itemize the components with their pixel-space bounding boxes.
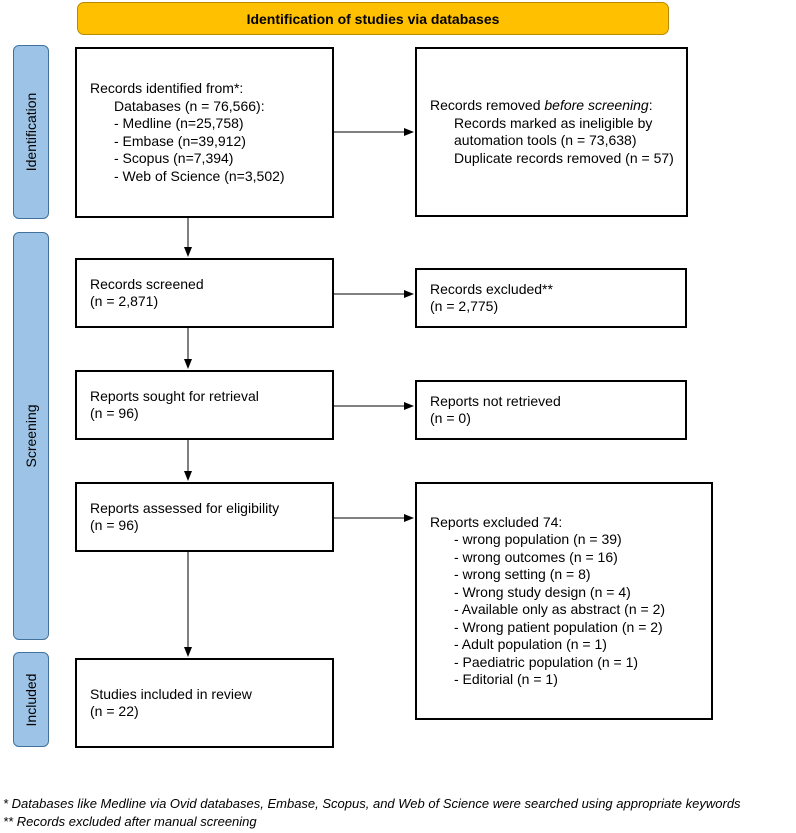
studies-included-box: Studies included in review (n = 22) (75, 658, 334, 748)
records-identified-box: Records identified from*: Databases (n =… (75, 47, 334, 218)
box-title: Records identified from*: (90, 80, 244, 96)
footnote: ** Records excluded after manual screeni… (3, 814, 257, 829)
box-title: Records excluded** (430, 280, 553, 297)
box-count: (n = 0) (430, 410, 471, 426)
header-title: Identification of studies via databases (246, 10, 500, 27)
reports-not-retrieved-box: Reports not retrieved (n = 0) (415, 380, 687, 440)
records-screened-box: Records screened (n = 2,871) (75, 258, 334, 328)
footnote: * Databases like Medline via Ovid databa… (3, 796, 741, 811)
list-item: - Wrong patient population (n = 2) (454, 618, 663, 635)
list-item: - Paediatric population (n = 1) (454, 653, 639, 670)
list-item: automation tools (n = 73,638) (454, 132, 637, 148)
box-title: Reports sought for retrieval (90, 387, 259, 404)
list-item: - Wrong study design (n = 4) (454, 583, 631, 600)
list-item: - Web of Science (n=3,502) (114, 167, 285, 184)
list-item: Duplicate records removed (n = 57) (454, 149, 674, 166)
box-title: Records screened (90, 275, 204, 292)
reports-assessed-box: Reports assessed for eligibility (n = 96… (75, 482, 334, 552)
list-item: - wrong outcomes (n = 16) (454, 548, 618, 565)
title-emphasis: before screening (544, 97, 649, 113)
box-count: (n = 96) (90, 517, 139, 533)
list-item: Records marked as ineligible by (454, 114, 653, 131)
box-count: (n = 2,871) (90, 293, 159, 309)
box-count: (n = 96) (90, 405, 139, 421)
title-text: : (648, 97, 653, 113)
box-count: (n = 2,775) (430, 298, 499, 314)
box-title: Reports excluded 74: (430, 513, 563, 530)
records-removed-box: Records removed before screening: Record… (415, 47, 688, 217)
records-excluded-box: Records excluded** (n = 2,775) (415, 268, 687, 328)
reports-excluded-box: Reports excluded 74: - wrong population … (415, 482, 713, 720)
box-title: Records removed before screening: (430, 97, 686, 115)
phase-identification: Identification (13, 45, 49, 219)
list-item: - Embase (n=39,912) (114, 132, 246, 149)
box-title: Reports not retrieved (430, 392, 561, 409)
header-banner: Identification of studies via databases (77, 2, 669, 35)
list-item: - Adult population (n = 1) (454, 636, 607, 652)
box-title: Studies included in review (90, 685, 252, 702)
reports-sought-box: Reports sought for retrieval (n = 96) (75, 370, 334, 440)
title-text: Records removed (430, 97, 545, 113)
list-item: - Editorial (n = 1) (454, 671, 558, 687)
list-item: - Scopus (n=7,394) (114, 150, 234, 166)
box-count: (n = 22) (90, 703, 139, 719)
list-item: - Medline (n=25,758) (114, 115, 244, 131)
box-title: Reports assessed for eligibility (90, 499, 280, 516)
phase-included: Included (13, 652, 49, 747)
list-item: - wrong population (n = 39) (454, 531, 622, 547)
databases-line: Databases (n = 76,566): (114, 97, 265, 114)
list-item: - Available only as abstract (n = 2) (454, 601, 666, 617)
phase-screening: Screening (13, 232, 49, 640)
list-item: - wrong setting (n = 8) (454, 566, 591, 582)
